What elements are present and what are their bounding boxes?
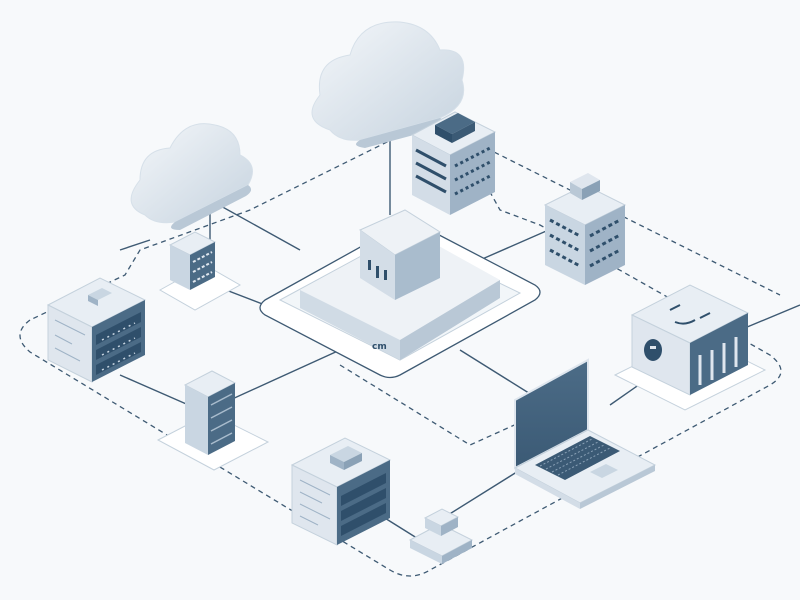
laptop (513, 358, 657, 509)
cloud-small (130, 123, 253, 230)
server-hub-icon: cm (300, 209, 500, 360)
server-rack-top (410, 111, 497, 215)
storage-cabinet-right (613, 284, 767, 411)
network-switch (408, 508, 474, 564)
server-icon (168, 231, 217, 290)
server-cabinet-icon (290, 437, 392, 546)
server-tower-icon (183, 370, 237, 455)
server-rack-icon (410, 111, 497, 215)
server-rack-right (543, 173, 627, 285)
cloud-icon (311, 21, 465, 148)
cloud-large (311, 21, 465, 148)
server-tower (156, 370, 270, 471)
switch-icon (408, 508, 474, 564)
cloud-icon (130, 123, 253, 230)
storage-icon (630, 284, 750, 396)
server-cabinet-bottom (290, 437, 392, 546)
central-hub: cm (259, 209, 541, 379)
server-rack-icon (543, 173, 627, 285)
hub-label: cm (372, 342, 387, 352)
laptop-icon (513, 358, 657, 509)
small-server (158, 231, 242, 311)
server-cabinet-left (46, 277, 147, 383)
server-cabinet-icon (46, 277, 147, 383)
